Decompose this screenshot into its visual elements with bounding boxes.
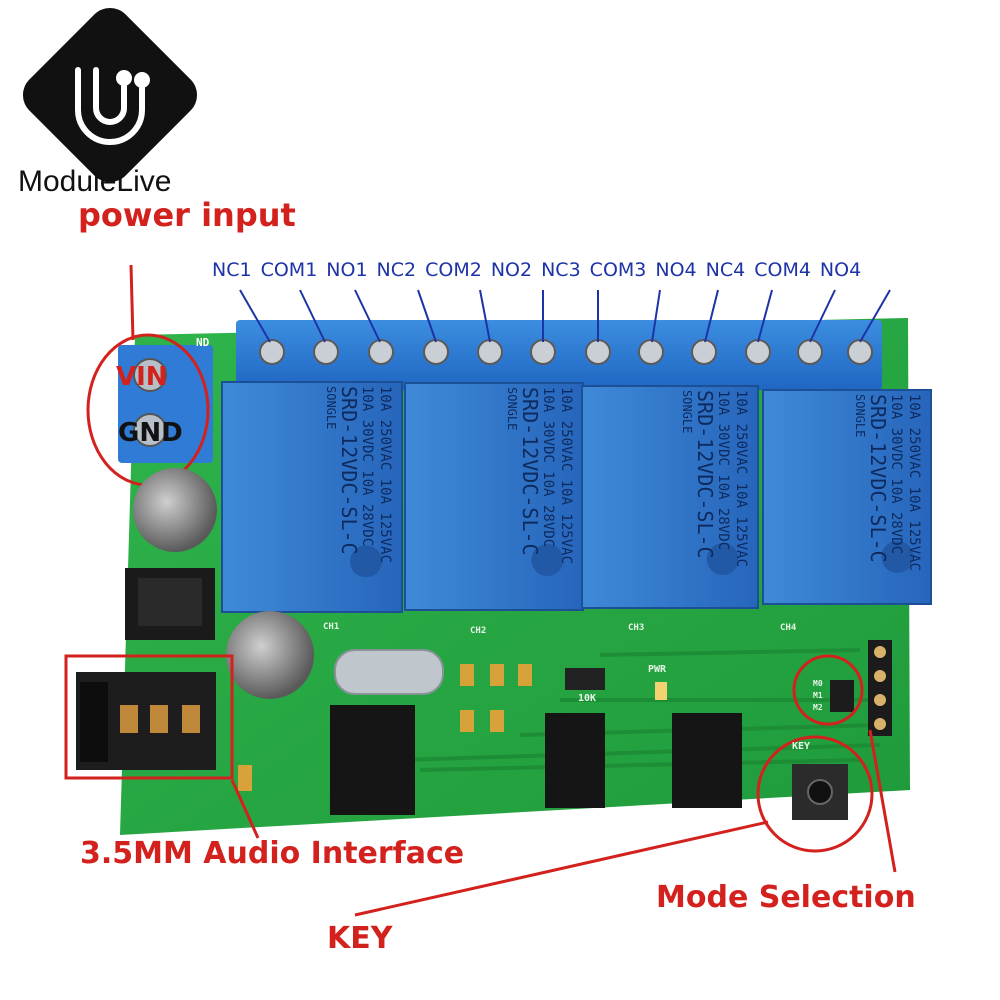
terminal-label: COM1 — [260, 259, 318, 281]
terminal-screw — [423, 339, 449, 365]
gnd-label: GND — [118, 418, 183, 448]
relay-model: SRD-12VDC-SL-C — [518, 387, 542, 556]
terminal-screw — [585, 339, 611, 365]
power-input-label: power input — [78, 196, 296, 234]
relay-rivet — [531, 544, 564, 577]
pwr-led — [655, 682, 667, 700]
gnd-screw — [133, 413, 167, 447]
ch2-silk: CH2 — [470, 626, 487, 636]
terminal-label: NO4 — [655, 259, 697, 281]
audio-jack-pins — [120, 705, 200, 733]
terminal-screw — [313, 339, 339, 365]
mode-highlight-circle — [792, 654, 864, 726]
crystal — [334, 649, 444, 695]
key-label: KEY — [327, 921, 393, 956]
terminal-screw — [691, 339, 717, 365]
audio-highlight-box — [64, 654, 234, 780]
key-highlight-circle — [756, 735, 874, 853]
regulator-tab — [138, 578, 202, 626]
capacitor-1 — [133, 468, 217, 552]
terminal-label: COM2 — [425, 259, 482, 281]
terminal-screw — [368, 339, 394, 365]
audio-interface-label: 3.5MM Audio Interface — [80, 836, 465, 871]
m1-silk: M1 — [813, 691, 823, 700]
terminal-screw — [797, 339, 823, 365]
pwr-silk: PWR — [648, 664, 667, 675]
terminal-label: NO2 — [490, 259, 533, 281]
mode-selection-label: Mode Selection — [656, 880, 916, 915]
brand-name-part1: Module — [18, 165, 117, 198]
relay-rating-1: 10A 250VAC 10A 125VAC — [558, 387, 574, 565]
terminal-leader-lines — [239, 289, 891, 343]
vin-label: VIN — [116, 362, 168, 392]
m0-silk: M0 — [813, 679, 823, 688]
leader-lines — [129, 264, 897, 917]
smd-components — [238, 664, 532, 791]
key-silk: KEY — [792, 741, 811, 752]
terminal-screw — [530, 339, 556, 365]
ic-2 — [545, 713, 605, 808]
relay-model: SRD-12VDC-SL-C — [337, 386, 361, 555]
resistor-array — [565, 668, 605, 690]
terminal-label: NC1 — [212, 259, 252, 281]
terminal-label: NC3 — [541, 259, 581, 281]
terminal-screw — [745, 339, 771, 365]
terminal-label: NC4 — [705, 259, 746, 281]
mode-jumpers — [830, 680, 854, 712]
vin-screw — [133, 358, 167, 392]
terminal-screw — [259, 339, 285, 365]
terminal-screw — [477, 339, 503, 365]
relay-rating-1: 10A 250VAC 10A 125VAC — [906, 394, 922, 572]
terminal-label: COM3 — [589, 259, 647, 281]
terminal-label: NO1 — [326, 259, 368, 281]
terminal-screw — [638, 339, 664, 365]
capacitor-2 — [226, 611, 314, 699]
relay-model: SRD-12VDC-SL-C — [866, 394, 890, 563]
terminal-label: NC2 — [376, 259, 417, 281]
relay-model: SRD-12VDC-SL-C — [693, 390, 717, 559]
ch1-silk: CH1 — [323, 622, 340, 632]
brand-logo-mark — [75, 67, 150, 145]
relay-rating-1: 10A 250VAC 10A 125VAC — [733, 390, 749, 568]
gnd-silk: ND — [196, 336, 210, 349]
brand-name: ModuleLive — [18, 165, 171, 199]
key-button — [807, 779, 833, 805]
relays — [221, 381, 932, 613]
relay-rivet — [350, 545, 382, 578]
res-silk: 10K — [578, 693, 597, 704]
relay-rivet — [881, 540, 914, 573]
m2-silk: M2 — [813, 703, 823, 712]
terminal-block-main — [236, 320, 882, 390]
terminal-screw — [847, 339, 873, 365]
ch4-silk: CH4 — [780, 623, 797, 633]
terminal-label: NO4 — [819, 259, 862, 281]
ch3-silk: CH3 — [628, 623, 645, 633]
relay-rating-1: 10A 250VAC 10A 125VAC — [377, 386, 393, 564]
terminal-labels: NC1 COM1 NO1 NC2 COM2 NO2 NC3 COM3 NO4 N… — [212, 259, 861, 281]
brand-name-part2: Live — [116, 165, 172, 198]
terminal-label: COM4 — [754, 259, 811, 281]
audio-jack-face — [80, 682, 108, 762]
relay-rivet — [706, 543, 739, 576]
brand-logo — [22, 7, 198, 183]
ic-3 — [672, 713, 742, 808]
ic-main — [330, 705, 415, 815]
